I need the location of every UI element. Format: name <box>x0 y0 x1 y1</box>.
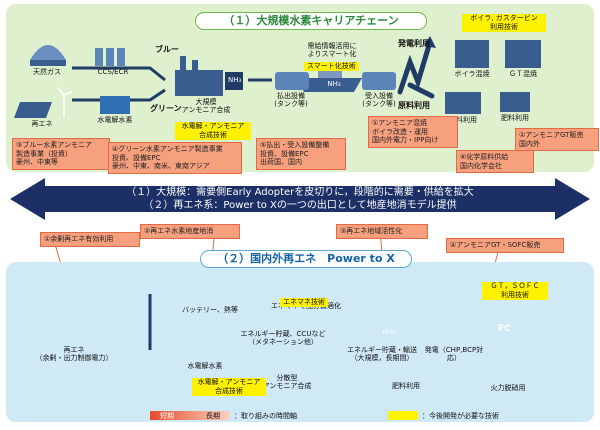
wind-turbine-icon <box>57 87 73 118</box>
callout-shipping-facilities: ⑤払出・受入設備整備 投資、設備EPC 出荷国、国内 <box>256 138 346 170</box>
green-route-line <box>72 88 166 102</box>
shipin-tank-icon <box>362 72 396 90</box>
ship-info-label: 需給情報活用に よりスマート化 <box>307 42 357 58</box>
solar-panel-icon <box>14 102 52 118</box>
blue-route-label: ブルー <box>155 45 179 54</box>
power-gen-label: 発電（CHP,BCP対応） <box>424 346 484 362</box>
split-arrow-up <box>397 39 433 95</box>
natural-gas-icon <box>30 45 66 66</box>
callout-gt-sofc-sales: ④アンモニアGT・SOFC販売 <box>446 238 564 253</box>
renewable-label: 再エネ <box>31 120 53 128</box>
electrolyzer-label: 水電解水素 <box>97 116 133 124</box>
bottom-nh3-label: NH₃ <box>382 328 396 336</box>
storage-transport-label: エネルギー貯蔵・輸送 （大規模，長期間） <box>347 346 417 362</box>
legend-timeline-label: ：取り組みの時間軸 <box>234 412 297 420</box>
split-arrow-down <box>407 82 435 99</box>
legend-timeline-bar <box>150 411 230 420</box>
ccs-label: CCS/ECR <box>97 68 129 76</box>
banner-line-2: （２）再エネ系：Power to Xの一つの出口として地産地消モデル提供 <box>143 200 457 211</box>
bottom-electrolyzer-label: 水電解水素 <box>187 362 223 370</box>
banner-line-1: （１）大規模：需要側Early Adopterを皮切りに，段階的に需要・供給を拡… <box>126 187 474 198</box>
power-use-label: 発電利用 <box>398 39 430 48</box>
callout-regional-revitalization: ③再エネ地域活性化 <box>336 224 428 239</box>
callout-ammonia-gt: ②アンモニアGT販売 国内外 <box>515 128 599 151</box>
callout-blue-hydrogen: ③ブルー水素アンモニア 製造事業（投資） 豪州、中東等 <box>12 138 110 170</box>
callout-local-hydrogen: ②再エネ水素地産地消 <box>140 224 240 239</box>
thermal-label: 火力脱硝用 <box>490 384 526 392</box>
battery-label: バッテリー、熱等 <box>182 306 238 314</box>
plant-nh3-label: NH₃ <box>228 76 242 84</box>
strategy-banner-arrow <box>10 178 590 220</box>
split-arrowhead <box>424 36 436 48</box>
boiler-coburn-label: ボイラ混焼 <box>454 70 490 78</box>
ammonia-synthesis-tech-tag: 水電解・アンモニア 合成技術 <box>175 122 251 140</box>
fc-label: FC <box>498 324 511 334</box>
chemical-factory-icon <box>445 92 481 114</box>
boiler-icon <box>455 40 489 68</box>
fertilizer-icon <box>500 92 530 112</box>
blue-route-line <box>72 66 166 82</box>
boiler-gas-tech-tag: ボイラ, ガスタービン 利用技術 <box>462 14 546 32</box>
shipout-label: 払出設備 (タンク等) <box>274 92 308 108</box>
green-route-label: グリーン <box>150 104 182 113</box>
shipout-tank-icon <box>275 72 309 90</box>
raw-use-label: 原料利用 <box>398 101 430 110</box>
shipin-label: 受入設備 (タンク等) <box>362 92 396 108</box>
callout-ammonia-coburn: ①アンモニア混焼 ボイラ改造・運用 国内外電力・IPP向け <box>368 116 458 148</box>
ccs-icon <box>95 48 125 66</box>
legend-short: 短期 <box>160 412 174 420</box>
gas-turbine-icon <box>505 40 541 68</box>
legend-tech-swatch <box>388 411 418 420</box>
dist-synth-label: 分散型 アンモニア合成 <box>262 374 312 390</box>
bottom-synth-tech-tag: 水電解・アンモニア 合成技術 <box>192 378 266 396</box>
ship-nh3-label: NH₃ <box>327 80 341 88</box>
power-to-x-title: （２）国内外再エネ Power to X <box>200 250 412 268</box>
electrolyzer-icon <box>100 96 130 114</box>
storage-ccu-label: エネルギー貯蔵、CCUなど （メタネーション他） <box>240 330 326 346</box>
callout-green-hydrogen: ④グリーン水素アンモニア製造事業 投資、設備EPC 豪州、中東、南米、東南アジア <box>108 142 242 174</box>
gt-sofc-tech-tag: ＧＴ，ＳＯＦＣ 利用技術 <box>482 282 548 300</box>
legend-long: 長期 <box>206 412 220 420</box>
fertilizer-label: 肥料利用 <box>501 114 529 122</box>
ammonia-plant-icon <box>175 56 243 96</box>
large-scale-chain-title: （１）大規模水素キャリアチェーン <box>195 12 427 30</box>
bottom-fertilizer-label: 肥料利用 <box>392 382 420 390</box>
callout-chemical-feedstock: ⑥化学原料供給 国内化学会社 <box>456 150 534 173</box>
gt-coburn-label: ＧＴ混焼 <box>509 70 537 78</box>
legend-tech-label: ：今後開発が必要な技術 <box>422 412 499 420</box>
ship-icon <box>298 70 362 92</box>
natural-gas-label: 天然ガス <box>33 68 61 76</box>
energy-tech-tag: エネマネ技術 <box>280 298 328 307</box>
callout-surplus-renewable: ①余剰再エネ有効利用 <box>40 232 140 247</box>
bottom-renewable-label: 再エネ （余剰・出力制御電力） <box>35 346 113 362</box>
smart-tech-tag: スマート化技術 <box>304 62 359 71</box>
plant-label: 大規模 アンモニア合成 <box>181 98 231 114</box>
raw-material-label: 原料利用 <box>449 116 477 124</box>
